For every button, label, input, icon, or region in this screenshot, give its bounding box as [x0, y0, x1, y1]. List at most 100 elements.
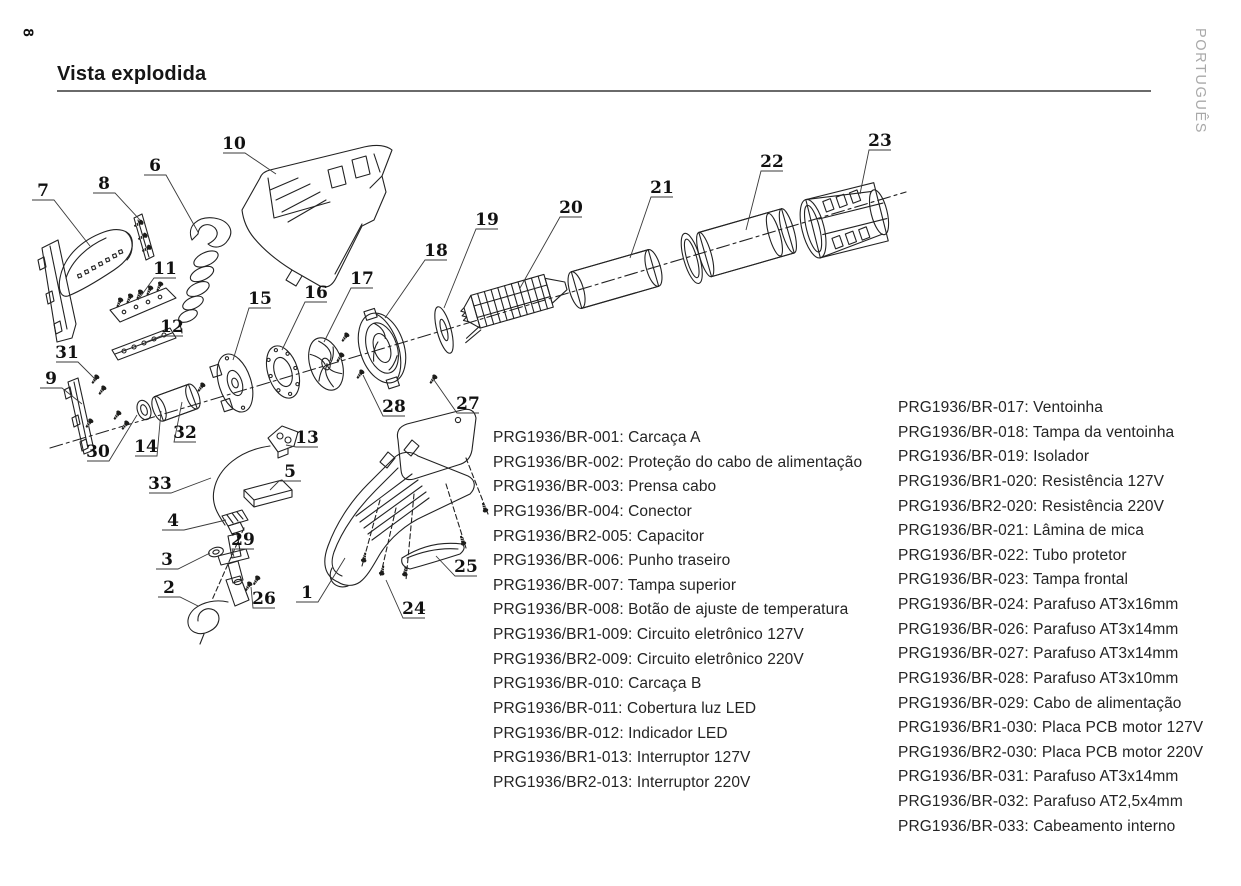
callout-leader-line	[323, 287, 373, 343]
part-internal-wire	[212, 445, 271, 526]
part-side-bracket	[63, 377, 95, 455]
part-housing-b	[324, 408, 490, 588]
part-impeller	[308, 337, 344, 391]
part-list-item: PRG1936/BR-017: Ventoinha	[898, 399, 1103, 416]
callout-number: 17	[350, 269, 374, 289]
callout-leader-line	[158, 596, 199, 607]
callout-number: 16	[304, 283, 328, 303]
part-list-item: PRG1936/BR-008: Botão de ajuste de tempe…	[493, 601, 849, 619]
callout-leader-line	[745, 170, 783, 231]
callout-leader-line	[859, 149, 891, 195]
part-screw	[334, 351, 346, 364]
part-list-item: PRG1936/BR2-013: Interruptor 220V	[493, 773, 751, 791]
part-screws-30	[83, 409, 131, 432]
callout-leader-line	[231, 548, 254, 558]
callout-number: 33	[148, 474, 172, 494]
callout-leader-line	[156, 552, 211, 570]
part-list-item: PRG1936/BR-018: Tampa da ventoinha	[898, 423, 1175, 441]
callout-leader-line	[296, 557, 346, 603]
part-front-cap	[799, 182, 890, 259]
callout-leader-line	[269, 480, 301, 491]
part-list-item: PRG1936/BR-022: Tubo protetor	[898, 546, 1127, 564]
callout-leader-line	[223, 152, 277, 175]
callout-number: 11	[153, 259, 177, 279]
callout-number: 18	[424, 241, 448, 261]
part-list-item: PRG1936/BR-032: Parafuso AT2,5x4mm	[898, 793, 1183, 810]
callout-leader-line	[93, 192, 141, 221]
part-list-item: PRG1936/BR-024: Parafuso AT3x16mm	[898, 596, 1179, 613]
callout-number: 4	[167, 511, 179, 531]
part-motor-mount	[209, 353, 254, 413]
part-rear-handle	[37, 229, 133, 343]
callout-number: 10	[222, 134, 246, 154]
callout-number: 22	[760, 152, 784, 172]
callout-number: 2	[163, 578, 175, 598]
part-list-item: PRG1936/BR-027: Parafuso AT3x14mm	[898, 645, 1179, 663]
part-list-item: PRG1936/BR-029: Cabo de alimentação	[898, 694, 1182, 712]
callout-number: 6	[149, 156, 161, 176]
part-capacitor	[151, 383, 201, 422]
part-connector	[221, 509, 249, 535]
part-list-item: PRG1936/BR1-030: Placa PCB motor 127V	[898, 719, 1204, 737]
callout-leader-line	[87, 414, 138, 462]
part-cord-protector	[178, 217, 232, 334]
part-power-cord	[187, 575, 250, 645]
callout-number: 26	[252, 589, 276, 609]
callout-number: 13	[295, 428, 319, 448]
part-list-item: PRG1936/BR2-005: Capacitor	[493, 527, 705, 545]
part-pcb	[243, 479, 293, 508]
part-list-item: PRG1936/BR2-020: Resistência 220V	[898, 497, 1165, 515]
callout-leader-line	[443, 228, 498, 309]
callout-leader-line	[519, 216, 582, 289]
callout-leader-line	[32, 199, 91, 247]
callout-leader-line	[435, 555, 477, 577]
callout-number: 5	[284, 462, 296, 482]
callout-number: 28	[382, 397, 406, 417]
callout-number: 8	[98, 174, 110, 194]
callout-leader-line	[385, 579, 425, 619]
part-list-item: PRG1936/BR-033: Cabeamento interno	[898, 817, 1176, 835]
callout-number: 9	[45, 369, 57, 389]
title-rule	[57, 90, 1151, 92]
callout-leader-line	[433, 379, 479, 414]
callout-number: 14	[134, 437, 158, 457]
part-list-item: PRG1936/BR-011: Cobertura luz LED	[493, 699, 757, 717]
part-list-item: PRG1936/BR-007: Tampa superior	[493, 576, 737, 594]
callout-number: 21	[650, 178, 674, 198]
callout-number: 1	[301, 583, 313, 603]
language-sidebar-label: PORTUGUÊS	[1192, 28, 1208, 134]
page-title: Vista explodida	[57, 63, 207, 85]
callout-leader-line	[281, 301, 327, 351]
part-indicator-plate	[111, 327, 177, 361]
callout-leader-line	[250, 586, 275, 609]
part-housing-a	[241, 144, 393, 288]
part-retaining-ring	[136, 399, 152, 421]
callout-leader-line	[144, 174, 199, 233]
callout-leader-line	[149, 477, 212, 494]
callout-number: 24	[402, 599, 426, 619]
part-list-item: PRG1936/BR1-013: Interruptor 127V	[493, 749, 751, 767]
callout-number: 29	[231, 530, 255, 550]
part-list-item: PRG1936/BR-006: Punho traseiro	[493, 552, 731, 570]
part-washer	[208, 546, 224, 558]
part-heating-element	[460, 273, 568, 344]
part-led-cover	[401, 542, 465, 570]
callout-number: 30	[86, 442, 110, 462]
callout-number: 15	[248, 289, 272, 309]
part-list-item: PRG1936/BR-031: Parafuso AT3x14mm	[898, 768, 1179, 786]
page-number: 8	[19, 28, 37, 37]
part-fan-cover	[357, 307, 407, 390]
part-list-item: PRG1936/BR-003: Prensa cabo	[493, 478, 717, 496]
part-terminal-strip	[109, 280, 177, 323]
callout-number: 27	[456, 394, 480, 414]
part-list-item: PRG1936/BR2-030: Placa PCB motor 220V	[898, 743, 1204, 761]
callout-number: 12	[160, 317, 184, 337]
part-list-item: PRG1936/BR-012: Indicador LED	[493, 724, 728, 742]
callout-leader-line	[135, 410, 162, 457]
callout-number: 7	[37, 181, 49, 201]
callout-number: 25	[454, 557, 478, 577]
